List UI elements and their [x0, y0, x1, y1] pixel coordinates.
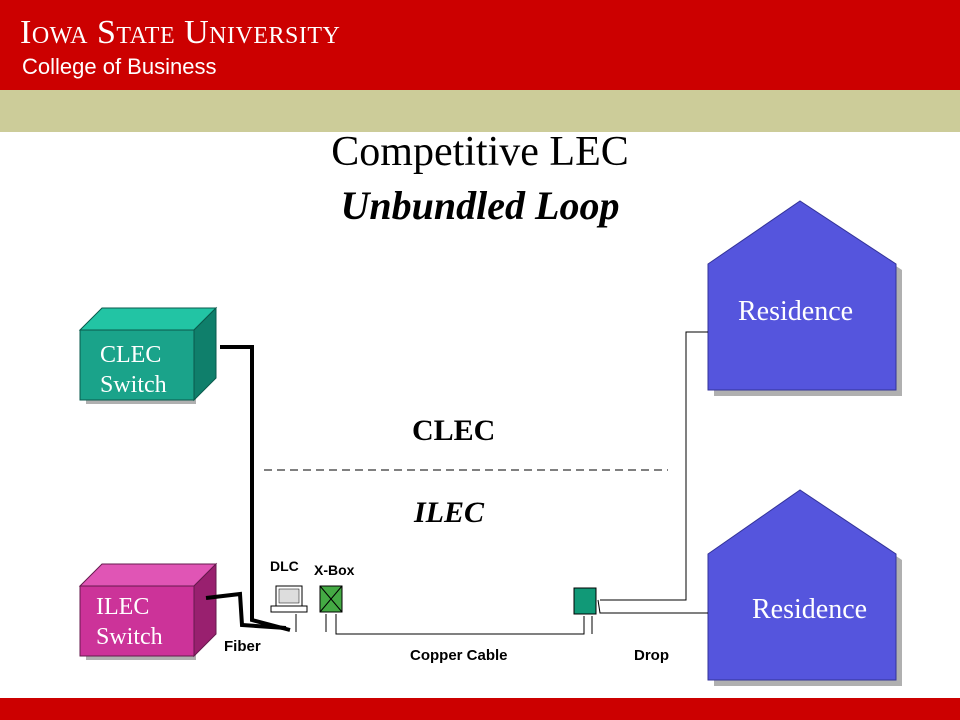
drop-to-residence-top	[600, 331, 708, 601]
header-band	[0, 90, 960, 132]
copper-cable-label: Copper Cable	[410, 647, 508, 664]
footer-bar	[0, 698, 960, 720]
clec-switch-label: CLEC Switch	[100, 340, 167, 400]
ilec-switch-box	[78, 562, 218, 660]
fiber-line-ilec	[205, 591, 287, 630]
slide-title: Competitive LEC	[331, 129, 629, 175]
xbox-label: X-Box	[314, 562, 355, 578]
drop-to-residence-bottom	[597, 599, 708, 614]
ilec-switch-label: ILEC Switch	[96, 592, 163, 652]
slide-subtitle: Unbundled Loop	[340, 183, 620, 228]
dlc-device	[270, 585, 308, 613]
clec-switch-label-line2: Switch	[100, 372, 167, 398]
clec-switch-label-line1: CLEC	[100, 342, 162, 368]
fiber-label: Fiber	[224, 638, 261, 655]
ilec-region-label: ILEC	[414, 496, 485, 529]
drop-label: Drop	[634, 647, 669, 664]
residence-bottom-label: Residence	[752, 594, 868, 625]
copper-cable-line	[335, 614, 585, 635]
residence-bottom-house	[707, 489, 902, 686]
clec-region-label: CLEC	[412, 414, 496, 447]
university-name: Iowa State University	[20, 14, 341, 51]
college-name: College of Business	[22, 54, 217, 79]
clec-switch-box	[78, 306, 218, 404]
header-bar: Iowa State University College of Busines…	[0, 0, 960, 90]
ilec-switch-label-line2: Switch	[96, 624, 163, 650]
residence-top-house	[707, 200, 902, 396]
pedestal-device	[573, 587, 597, 615]
residence-top-label: Residence	[738, 296, 854, 327]
ilec-switch-label-line1: ILEC	[96, 594, 150, 620]
dlc-label: DLC	[270, 558, 299, 574]
x-box-device	[319, 585, 343, 613]
